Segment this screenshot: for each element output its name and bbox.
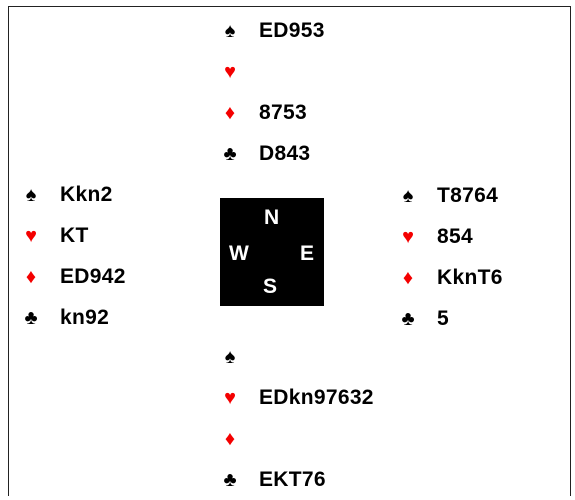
west-hand: ♠ Kkn2 ♥ KT ♦ ED942 ♣ kn92 — [20, 174, 126, 338]
compass-south-label: S — [263, 275, 278, 298]
heart-icon: ♥ — [25, 224, 37, 247]
west-spades-row: ♠ Kkn2 — [20, 174, 126, 215]
compass-west-label: W — [229, 242, 249, 265]
club-icon: ♣ — [401, 307, 415, 330]
north-diamonds-cards: 8753 — [259, 100, 307, 124]
east-hearts-row: ♥ 854 — [397, 216, 503, 257]
spade-icon: ♠ — [224, 19, 236, 42]
compass-north-label: N — [264, 206, 280, 229]
diamond-icon: ♦ — [402, 266, 414, 289]
east-hand: ♠ T8764 ♥ 854 ♦ KknT6 ♣ 5 — [397, 175, 503, 339]
west-hearts-row: ♥ KT — [20, 215, 126, 256]
south-spades-row: ♠ — [219, 336, 374, 377]
diamond-icon: ♦ — [224, 101, 236, 124]
south-clubs-row: ♣ EKT76 — [219, 459, 374, 500]
diamond-icon: ♦ — [224, 427, 236, 450]
south-diamonds-row: ♦ — [219, 418, 374, 459]
south-hearts-row: ♥ EDkn97632 — [219, 377, 374, 418]
north-clubs-row: ♣ D843 — [219, 133, 325, 174]
west-hearts-cards: KT — [60, 223, 89, 247]
heart-icon: ♥ — [224, 60, 236, 83]
east-diamonds-row: ♦ KknT6 — [397, 257, 503, 298]
east-spades-cards: T8764 — [437, 183, 499, 207]
west-spades-cards: Kkn2 — [60, 182, 113, 206]
club-icon: ♣ — [223, 142, 237, 165]
east-clubs-row: ♣ 5 — [397, 298, 503, 339]
diagram-frame — [8, 6, 571, 496]
north-clubs-cards: D843 — [259, 141, 311, 165]
club-icon: ♣ — [24, 306, 38, 329]
north-hand: ♠ ED953 ♥ ♦ 8753 ♣ D843 — [219, 10, 325, 174]
east-diamonds-cards: KknT6 — [437, 265, 503, 289]
club-icon: ♣ — [223, 468, 237, 491]
spade-icon: ♠ — [25, 183, 37, 206]
west-diamonds-cards: ED942 — [60, 264, 126, 288]
east-hearts-cards: 854 — [437, 224, 473, 248]
north-diamonds-row: ♦ 8753 — [219, 92, 325, 133]
north-hearts-row: ♥ — [219, 51, 325, 92]
heart-icon: ♥ — [224, 386, 236, 409]
south-hand: ♠ ♥ EDkn97632 ♦ ♣ EKT76 — [219, 336, 374, 500]
east-clubs-cards: 5 — [437, 306, 449, 330]
west-diamonds-row: ♦ ED942 — [20, 256, 126, 297]
east-spades-row: ♠ T8764 — [397, 175, 503, 216]
west-clubs-row: ♣ kn92 — [20, 297, 126, 338]
diamond-icon: ♦ — [25, 265, 37, 288]
heart-icon: ♥ — [402, 225, 414, 248]
north-spades-row: ♠ ED953 — [219, 10, 325, 51]
spade-icon: ♠ — [402, 184, 414, 207]
compass-east-label: E — [300, 242, 315, 265]
spade-icon: ♠ — [224, 345, 236, 368]
south-clubs-cards: EKT76 — [259, 467, 326, 491]
south-hearts-cards: EDkn97632 — [259, 385, 374, 409]
compass-box: N W E S — [220, 198, 324, 306]
west-clubs-cards: kn92 — [60, 305, 110, 329]
north-spades-cards: ED953 — [259, 18, 325, 42]
